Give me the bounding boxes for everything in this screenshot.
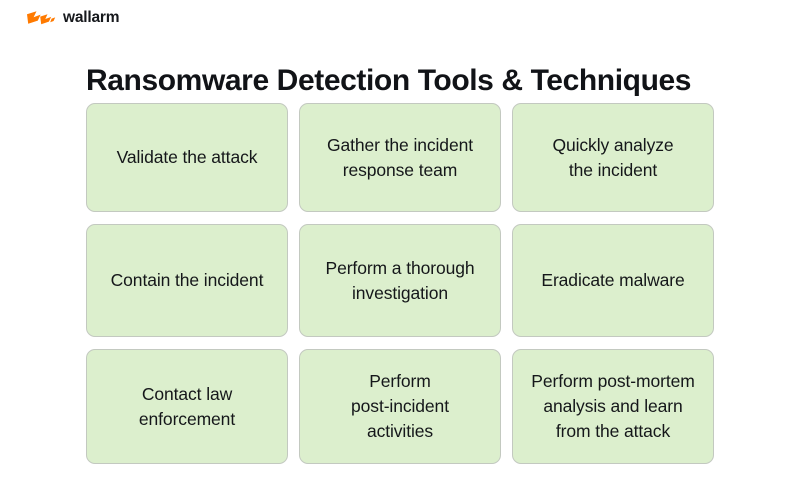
step-card-eradicate-malware: Eradicate malware (512, 224, 714, 337)
step-card-label: Contact law enforcement (138, 383, 236, 429)
brand-name: wallarm (63, 9, 120, 27)
step-card-gather-the-incident-response-team: Gather the incident response team (299, 103, 501, 212)
wallarm-lightning-mark-icon (27, 10, 56, 24)
steps-grid: Validate the attack Gather the incident … (86, 103, 714, 464)
step-card-label: Validate the attack (116, 147, 258, 167)
step-card-label: Perform a thorough investigation (325, 257, 475, 303)
step-card-validate-the-attack: Validate the attack (86, 103, 288, 212)
step-card-label: Contain the incident (110, 270, 264, 290)
brand-logo[interactable]: wallarm (26, 6, 120, 30)
step-card-quickly-analyze-the-incident: Quickly analyze the incident (512, 103, 714, 212)
page-title: Ransomware Detection Tools & Techniques (86, 64, 692, 98)
step-card-label: Perform post-incident activities (351, 371, 449, 441)
step-card-perform-post-incident-activities: Perform post-incident activities (299, 349, 501, 464)
step-card-perform-a-thorough-investigation: Perform a thorough investigation (299, 224, 501, 337)
step-card-label: Eradicate malware (541, 270, 685, 290)
step-card-label: Quickly analyze the incident (552, 134, 674, 180)
step-card-label: Perform post-mortem analysis and learn f… (531, 371, 695, 441)
step-card-contact-law-enforcement: Contact law enforcement (86, 349, 288, 464)
step-card-contain-the-incident: Contain the incident (86, 224, 288, 337)
step-card-perform-post-mortem-analysis: Perform post-mortem analysis and learn f… (512, 349, 714, 464)
step-card-label: Gather the incident response team (327, 134, 473, 180)
